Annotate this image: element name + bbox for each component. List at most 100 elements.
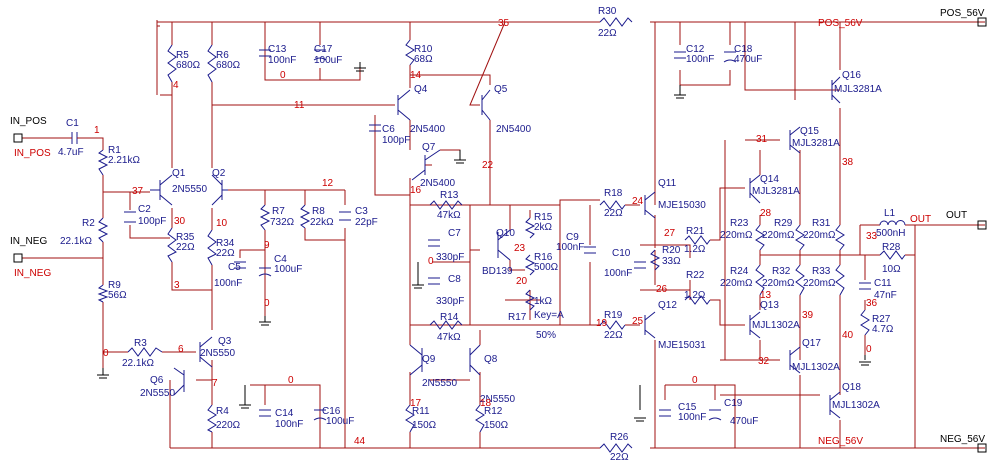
- label-c7-val: 330pF: [436, 252, 464, 263]
- label-c4-val: 100uF: [274, 264, 302, 275]
- res-r27: [860, 309, 870, 336]
- transistor-q6: [173, 367, 185, 396]
- ind-l1: [879, 220, 906, 226]
- label-r24-ref: R24: [730, 266, 749, 277]
- label-l1-ref: L1: [884, 208, 896, 219]
- label-q17-ref: Q17: [802, 338, 821, 349]
- label-r19-ref: R19: [604, 310, 623, 321]
- label-r11-val: 150Ω: [412, 420, 437, 431]
- label-q6-ref: Q6: [150, 375, 164, 386]
- cap-c5: [234, 261, 246, 269]
- transistor-q14: [749, 174, 761, 204]
- label-q1-val: 2N5550: [172, 184, 207, 195]
- label-r28-ref: R28: [882, 242, 901, 253]
- label-q16-ref: Q16: [842, 70, 861, 81]
- label-r13-val: 47kΩ: [437, 210, 461, 221]
- cap-c7: [428, 239, 440, 247]
- label-c9-val: 100nF: [556, 242, 584, 253]
- cap-c3: [339, 211, 351, 221]
- terminal-out[interactable]: [977, 220, 987, 230]
- label-r26-ref: R26: [610, 432, 629, 443]
- label-c19-ref: C19: [724, 398, 743, 409]
- res-r13: [429, 200, 463, 210]
- cap-c1: [60, 132, 90, 144]
- label-r5-val: 680Ω: [176, 60, 201, 71]
- label-r21-val: 1.2Ω: [684, 244, 706, 255]
- res-r26: [599, 443, 633, 453]
- label-r31-val: 220mΩ: [803, 230, 836, 241]
- label-c3-ref: C3: [355, 206, 368, 217]
- label-r30-val: 22Ω: [598, 28, 617, 39]
- label-r28-val: 10Ω: [882, 264, 901, 275]
- label-r30-ref: R30: [598, 6, 617, 17]
- transistor-q1: [150, 174, 173, 206]
- cap-c12: [674, 51, 686, 59]
- res-r9: [97, 284, 109, 303]
- transistor-q4: [397, 89, 411, 121]
- node-label: 20: [516, 276, 528, 287]
- node-label: 16: [410, 185, 422, 196]
- res-r17: [524, 289, 536, 311]
- terminal-pos-rail[interactable]: [977, 17, 987, 27]
- label-q2-ref: Q2: [212, 168, 226, 179]
- res-r19: [599, 320, 626, 330]
- label-c9-ref: C9: [566, 232, 579, 243]
- node-label: 44: [354, 436, 366, 447]
- terminal-neg-rail[interactable]: [977, 443, 987, 453]
- terminal-in-pos[interactable]: [13, 133, 23, 143]
- node-label: 19: [596, 318, 608, 329]
- res-r29: [795, 224, 805, 251]
- label-q4-val: 2N5400: [410, 124, 445, 135]
- res-r4: [206, 404, 217, 433]
- terminal-in-neg[interactable]: [13, 253, 23, 263]
- res-r6: [207, 44, 217, 83]
- label-q9-val: 2N5550: [422, 378, 457, 389]
- label-r4-val: 220Ω: [216, 420, 241, 431]
- ground-symbol: [259, 316, 271, 326]
- port-label-neg-rail: NEG_56V: [940, 434, 985, 445]
- label-r27-ref: R27: [872, 314, 891, 325]
- label-r32-val: 220mΩ: [762, 278, 795, 289]
- label-r5-ref: R5: [176, 50, 189, 61]
- res-r21: [684, 235, 711, 245]
- transistor-q11: [644, 191, 656, 219]
- label-r17-ref: R17: [508, 312, 527, 323]
- label-l1-val: 500nH: [876, 228, 905, 239]
- label-r34-val: 22Ω: [216, 248, 235, 259]
- label-q14-ref: Q14: [760, 174, 779, 185]
- node-label: 9: [264, 240, 270, 251]
- node-label: 23: [514, 243, 526, 254]
- label-r9-val: 56Ω: [108, 290, 127, 301]
- node-label: 39: [802, 310, 814, 321]
- node-label: 0: [428, 256, 434, 267]
- port-label-out: OUT: [946, 210, 967, 221]
- label-q5-ref: Q5: [494, 84, 508, 95]
- label-r21-ref: R21: [686, 226, 705, 237]
- label-r29-val: 220mΩ: [762, 230, 795, 241]
- label-r32-ref: R32: [772, 266, 791, 277]
- res-r18: [599, 200, 626, 210]
- label-c12-val: 100nF: [686, 54, 714, 65]
- transistors: [150, 76, 841, 419]
- component-labels: C1 4.7uF R1 2.21kΩ R2 22.1kΩ R9 56Ω C2 1…: [58, 6, 905, 463]
- label-c10-val: 100nF: [604, 268, 632, 279]
- label-q17-val: MJL1302A: [792, 362, 840, 373]
- label-c14-val: 100nF: [275, 419, 303, 430]
- label-q12-val: MJE15031: [658, 340, 706, 351]
- port-labels: IN_POS IN_POS IN_NEG IN_NEG POS_56V POS_…: [10, 8, 985, 447]
- transistor-q18: [829, 391, 841, 419]
- node-label: 10: [216, 218, 228, 229]
- ground-symbol: [674, 85, 686, 99]
- res-r14: [429, 320, 463, 330]
- label-r10-ref: R10: [414, 44, 433, 55]
- node-label: 27: [664, 228, 676, 239]
- cap-c19: [708, 409, 722, 421]
- label-q16-val: MJL3281A: [834, 84, 882, 95]
- label-c6-ref: C6: [382, 124, 395, 135]
- label-q8-val: 2N5550: [480, 394, 515, 405]
- terminals: [13, 17, 987, 453]
- transistor-q13: [749, 311, 761, 339]
- label-r12-val: 150Ω: [484, 420, 509, 431]
- ground-symbol: [859, 355, 871, 366]
